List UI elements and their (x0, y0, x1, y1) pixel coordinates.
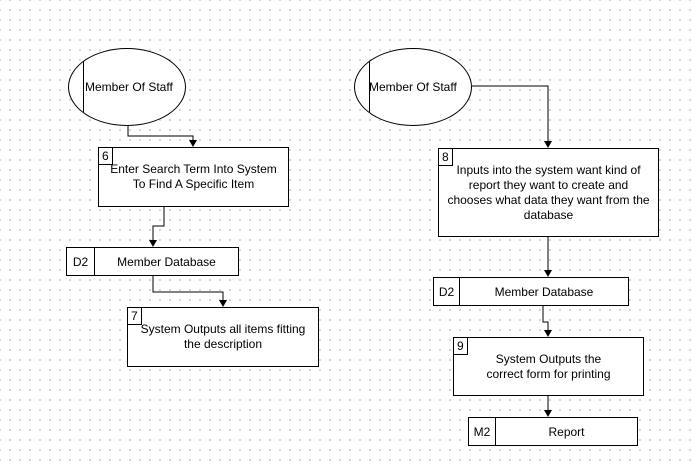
entity-divider (369, 49, 370, 125)
process-6-text: Enter Search Term Into System To Find A … (110, 162, 277, 191)
external-entity-staff-left[interactable]: Member Of Staff (68, 48, 186, 126)
arrowhead-d2-right (544, 270, 552, 277)
entity-label: Member Of Staff (85, 80, 173, 94)
arrowhead-report (544, 410, 552, 417)
arrowhead-process-7 (219, 300, 227, 307)
process-8-text: Inputs into the system want kind of repo… (447, 162, 650, 222)
connector-d2-to-process-7 (152, 276, 224, 300)
arrowhead-process-6 (189, 140, 197, 147)
connector-process-6-to-d2 (152, 206, 165, 240)
process-9-text: System Outputs the correct form for prin… (486, 351, 611, 381)
connector-d2-to-process-9 (542, 306, 549, 330)
store-id: D2 (67, 248, 95, 275)
process-8[interactable]: Inputs into the system want kind of repo… (438, 148, 659, 237)
store-id: M2 (469, 418, 496, 445)
external-entity-staff-right[interactable]: Member Of Staff (354, 48, 472, 126)
arrowhead-d2-left (149, 240, 157, 247)
data-store-d2-left[interactable]: D2 Member Database (66, 247, 239, 276)
entity-divider (83, 49, 84, 125)
process-6-number: 6 (99, 148, 113, 165)
process-7-text: System Outputs all items fitting the des… (140, 322, 306, 351)
process-9[interactable]: System Outputs the correct form for prin… (453, 337, 644, 396)
connector-entity-to-process-6 (127, 125, 194, 140)
process-7[interactable]: System Outputs all items fitting the des… (127, 307, 319, 367)
connector-entity-to-process-8 (472, 85, 549, 141)
data-store-m2-report[interactable]: M2 Report (468, 417, 638, 446)
process-6[interactable]: Enter Search Term Into System To Find A … (98, 147, 289, 207)
store-name: Member Database (117, 254, 216, 269)
process-9-number: 9 (454, 338, 468, 355)
store-name: Report (548, 424, 585, 439)
process-8-number: 8 (439, 149, 453, 166)
arrowhead-process-9 (544, 330, 552, 337)
store-id: D2 (434, 278, 460, 305)
store-name: Member Database (494, 284, 594, 299)
process-7-number: 7 (128, 308, 142, 325)
entity-label: Member Of Staff (369, 80, 457, 94)
data-store-d2-right[interactable]: D2 Member Database (433, 277, 629, 306)
arrowhead-process-8 (544, 141, 552, 148)
